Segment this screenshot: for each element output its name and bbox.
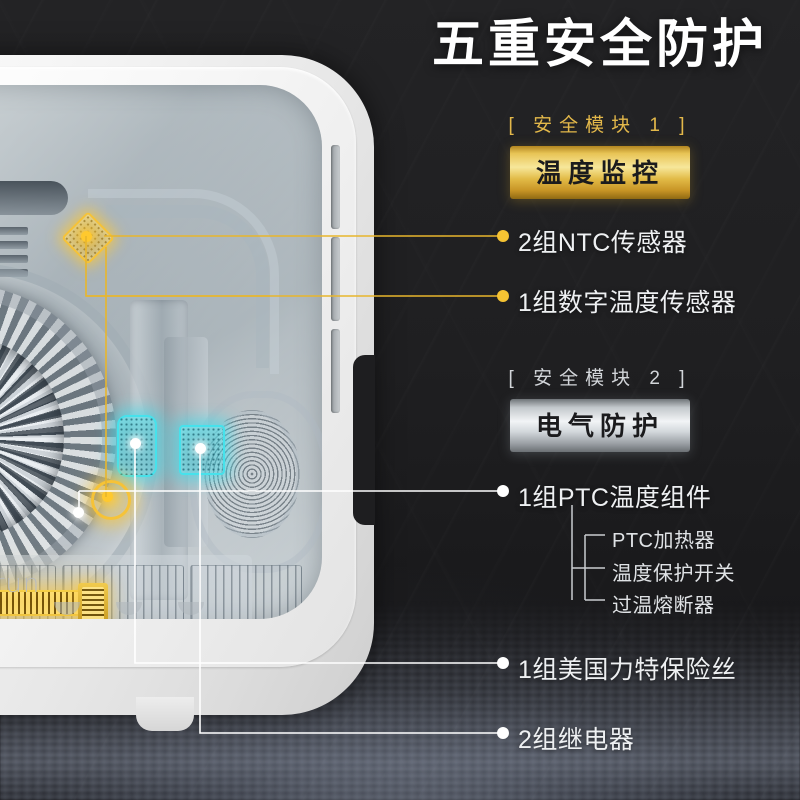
callout-label-ptc-assembly: 1组PTC温度组件	[518, 484, 712, 512]
louver-part	[0, 255, 28, 263]
ptc-line-origin-dot	[73, 507, 84, 518]
fuse-marker-dot	[130, 438, 141, 449]
appliance-interior-cavity	[0, 85, 322, 619]
module-2-tag: [ 安全模块 2 ]	[508, 368, 692, 389]
callout-label-digital-sensor: 1组数字温度传感器	[518, 289, 737, 317]
brand-logo: homerun	[0, 569, 41, 599]
louver-part	[0, 241, 28, 249]
shell-vent-slot	[331, 237, 340, 321]
ptc-heater-terminal	[78, 583, 108, 619]
spray-arm-part	[0, 181, 68, 215]
sub-callout-thermal-fuse: 过温熔断器	[612, 595, 715, 617]
relay-marker-dot	[195, 443, 206, 454]
appliance-foot	[136, 697, 194, 731]
module-1-name: 温度监控	[509, 146, 690, 199]
louver-part	[0, 227, 28, 235]
ntc-sensor-marker-dot	[81, 231, 92, 242]
dish-rack-part	[190, 565, 302, 619]
safety-module-1: [ 安全模块 1 ] 温度监控	[416, 110, 784, 199]
page-title: 五重安全防护	[431, 16, 768, 74]
sub-callout-temp-switch: 温度保护开关	[612, 563, 735, 585]
duct-pipe-outer	[88, 189, 279, 374]
safety-module-2: [ 安全模块 2 ] 电气防护	[416, 363, 784, 452]
callout-label-ntc-sensor: 2组NTC传感器	[518, 229, 688, 257]
product-cutaway-image: homerun	[0, 55, 375, 731]
callout-label-fuse: 1组美国力特保险丝	[518, 656, 737, 684]
fan-inner-blades	[0, 337, 64, 539]
shell-vent-slot	[331, 329, 340, 413]
module-1-tag: [ 安全模块 1 ]	[508, 115, 692, 136]
shell-vent-slot	[331, 145, 340, 229]
shell-dimple	[54, 602, 80, 615]
sub-callout-ptc-heater: PTC加热器	[612, 530, 715, 552]
shell-side-notch	[353, 355, 375, 525]
module-2-name: 电气防护	[509, 399, 690, 452]
callout-label-relay: 2组继电器	[518, 726, 635, 754]
ptc-marker-dot	[102, 491, 113, 502]
